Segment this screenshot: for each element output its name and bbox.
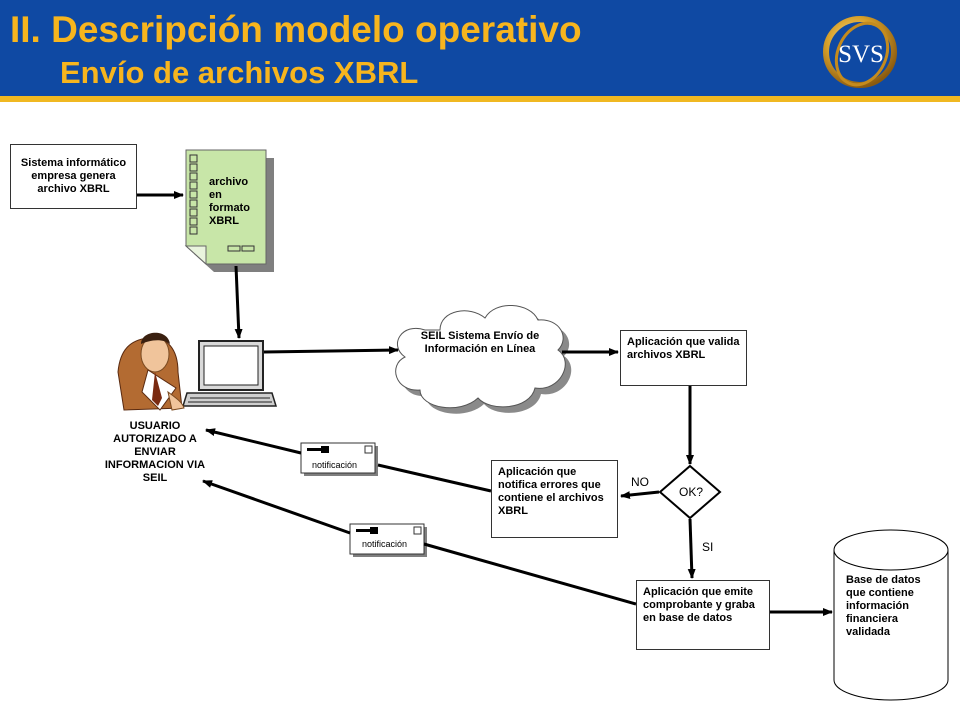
page-title: II. Descripción modelo operativo (10, 9, 582, 50)
logo-text: SVS (838, 41, 884, 68)
database-icon (833, 529, 949, 701)
svs-logo-icon: SVS (823, 16, 897, 88)
document-icon (184, 149, 274, 272)
xbrl-file-label: archivo en formato XBRL (209, 176, 250, 227)
seil-cloud-label: SEIL Sistema Envío de Información en Lín… (420, 330, 540, 355)
header-bar (0, 0, 960, 96)
envelope-icon (300, 442, 378, 476)
flow-arrows (137, 191, 833, 616)
database-label: Base de datos que contiene información f… (846, 574, 921, 638)
notification-top-label: notificación (312, 460, 358, 470)
envelope-icon (349, 523, 427, 557)
person-icon (117, 332, 185, 411)
decision-label: OK? (678, 485, 703, 499)
source-system-box: Sistema informático empresa genera archi… (10, 144, 137, 209)
receipt-app-box: Aplicación que emite comprobante y graba… (636, 580, 770, 650)
user-label: USUARIO AUTORIZADO A ENVIAR INFORMACION … (104, 420, 206, 484)
si-label: SI (702, 540, 714, 554)
page-subtitle: Envío de archivos XBRL (60, 55, 419, 90)
computer-icon (181, 340, 278, 407)
header-rule (0, 96, 960, 102)
notification-bottom-label: notificación (362, 539, 408, 549)
no-label: NO (631, 475, 649, 489)
validator-box: Aplicación que valida archivos XBRL (620, 330, 747, 386)
decision-diamond (658, 464, 722, 520)
error-notifier-box: Aplicación que notifica errores que cont… (491, 460, 618, 538)
cloud-icon (395, 305, 572, 414)
